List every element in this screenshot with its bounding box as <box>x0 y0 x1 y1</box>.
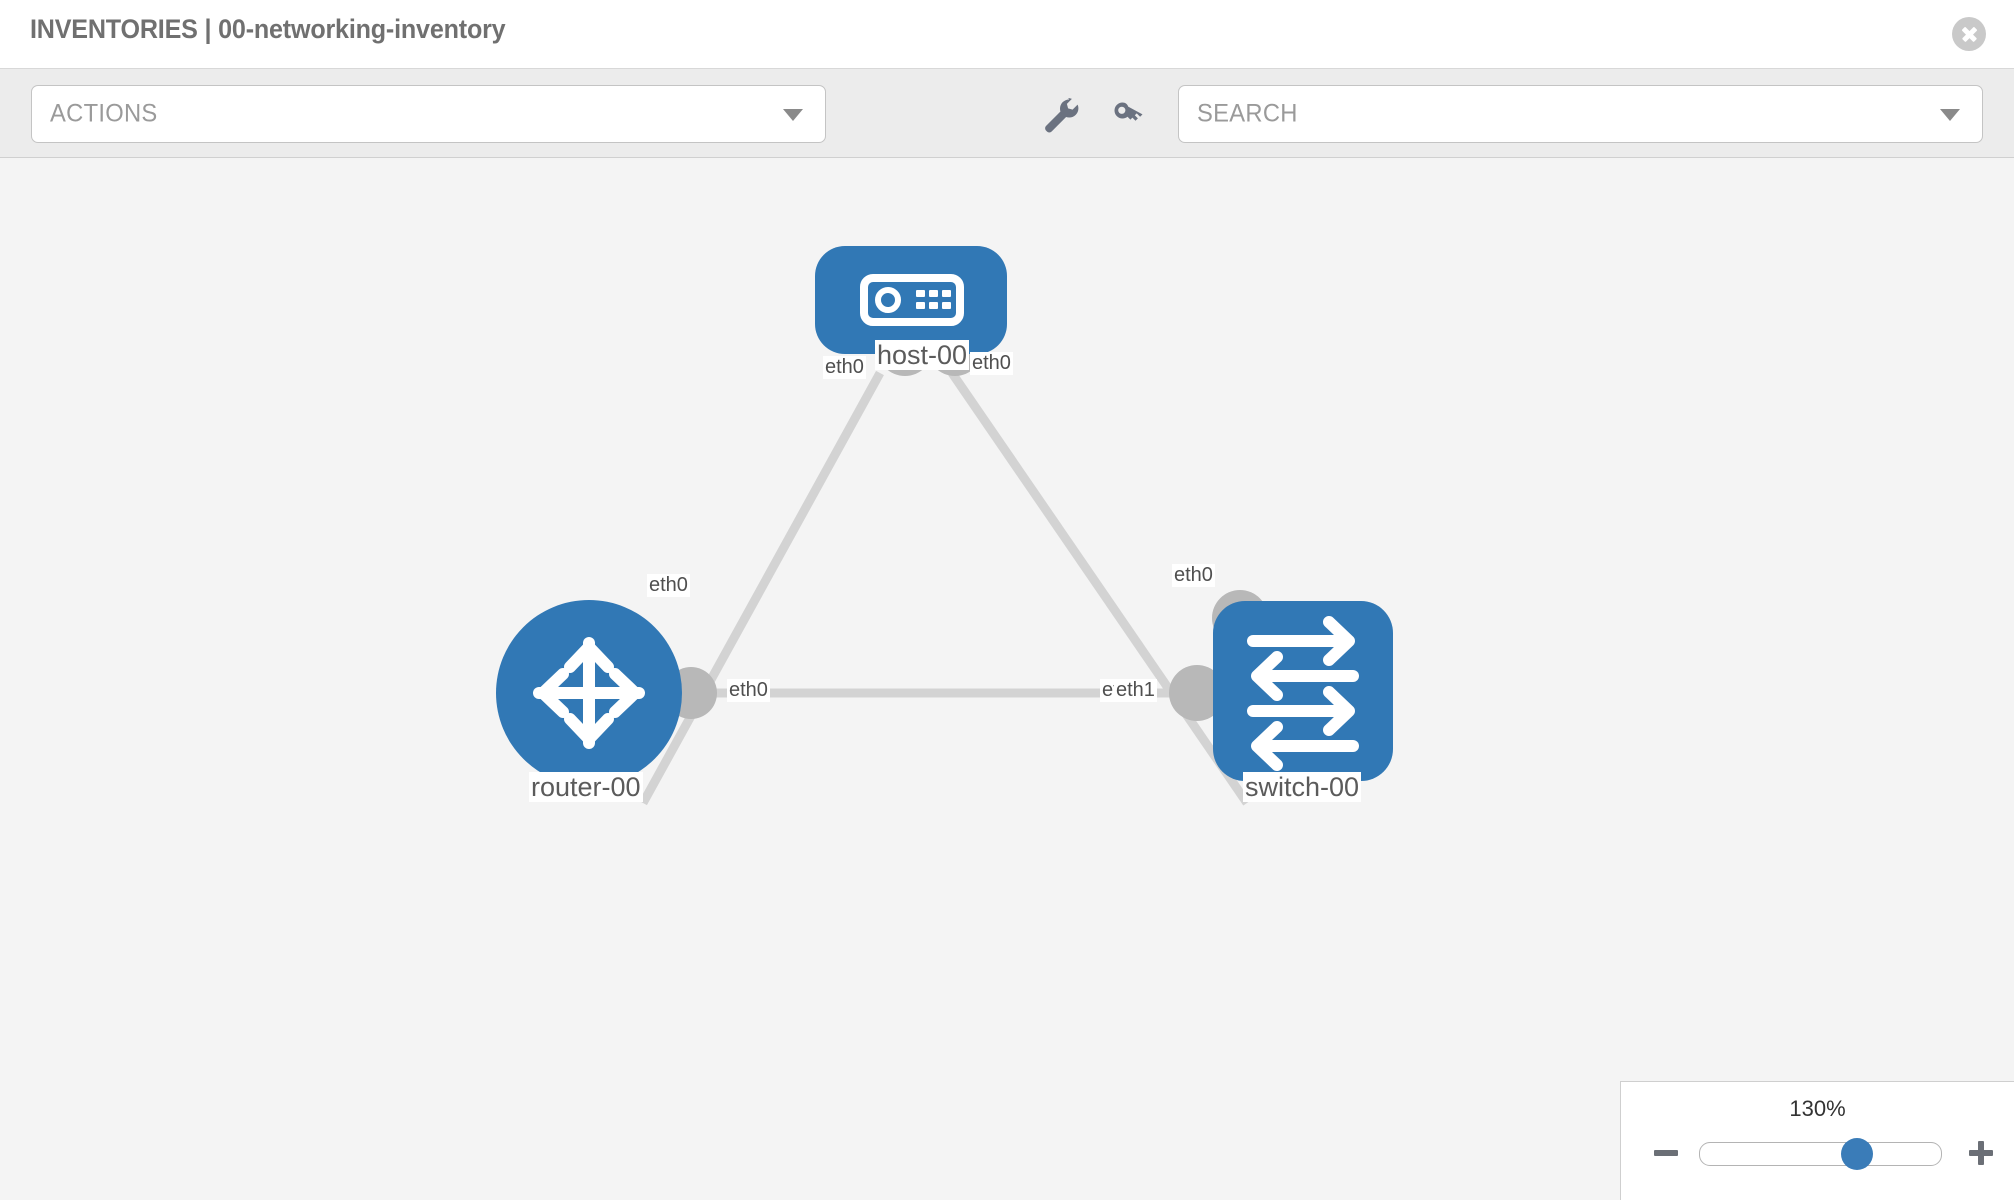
port-switch-left <box>1169 665 1225 721</box>
router-arrows-icon <box>533 637 645 749</box>
page-header: INVENTORIES | 00-networking-inventory <box>0 0 2014 68</box>
zoom-in-button[interactable] <box>1966 1138 1996 1168</box>
link-host-switch <box>948 370 1251 806</box>
chevron-down-icon <box>1940 109 1960 121</box>
page-title: INVENTORIES | 00-networking-inventory <box>30 14 506 44</box>
iface-label-switch-left: eth1 <box>1114 679 1157 702</box>
iface-label-host-left: eth0 <box>823 356 866 379</box>
host-device-icon <box>860 274 964 326</box>
key-icon[interactable] <box>1108 95 1150 137</box>
wrench-icon[interactable] <box>1040 95 1082 137</box>
zoom-out-button[interactable] <box>1651 1138 1681 1168</box>
topology-ports <box>665 320 1268 721</box>
switch-arrows-icon <box>1247 616 1359 771</box>
zoom-control: 130% <box>1620 1081 2014 1200</box>
topology-graph <box>496 246 1393 806</box>
zoom-slider-row <box>1621 1134 2014 1176</box>
actions-dropdown-label: ACTIONS <box>50 99 158 128</box>
iface-label-router-up: eth0 <box>647 574 690 597</box>
search-placeholder: SEARCH <box>1197 99 1298 128</box>
node-switch-00-shape <box>1213 601 1393 781</box>
node-router-00 <box>496 600 682 786</box>
topology-links <box>589 370 1303 806</box>
actions-dropdown[interactable]: ACTIONS <box>31 85 826 143</box>
link-router-host <box>639 370 884 806</box>
iface-label-switch-up: eth0 <box>1172 564 1215 587</box>
chevron-down-icon <box>783 109 803 121</box>
zoom-slider-thumb[interactable] <box>1840 1138 1873 1170</box>
node-host-00 <box>815 246 1007 354</box>
zoom-percent-label: 130% <box>1789 1096 1846 1121</box>
topology-canvas[interactable]: host-00 router-00 switch-00 eth0 eth0 et… <box>0 158 2014 1200</box>
node-label-router-00: router-00 <box>529 772 643 803</box>
close-icon[interactable] <box>1952 17 1986 51</box>
node-host-00-shape <box>815 246 1007 354</box>
toolbar: ACTIONS SEARCH <box>0 68 2014 158</box>
search-input[interactable]: SEARCH <box>1178 85 1983 143</box>
node-label-host-00: host-00 <box>875 340 970 371</box>
node-label-switch-00: switch-00 <box>1243 772 1362 803</box>
zoom-slider-track[interactable] <box>1699 1138 1942 1170</box>
node-switch-00 <box>1213 601 1393 781</box>
iface-label-router-right: eth0 <box>727 679 770 702</box>
iface-label-host-right: eth0 <box>970 352 1013 375</box>
